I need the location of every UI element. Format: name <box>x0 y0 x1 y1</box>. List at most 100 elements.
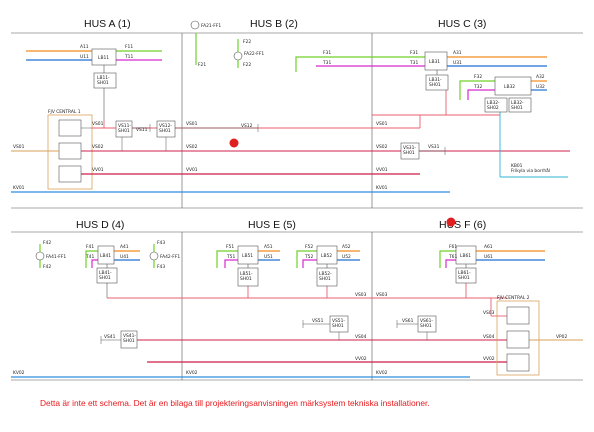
label-vs02-c: VS02 <box>376 144 388 150</box>
label-vs11-box: VS11-SH01 <box>118 123 131 134</box>
label-t52: T52 <box>304 254 313 260</box>
label-t32: T32 <box>473 84 482 90</box>
label-kv02-e: KV02 <box>186 370 198 376</box>
label-fa42: FA42-FF1 <box>160 254 180 260</box>
label-f43b: F43 <box>157 264 165 270</box>
marker-dot-lower <box>446 217 456 227</box>
label-vs03-e: VS03 <box>355 292 367 298</box>
label-t31: T31 <box>322 60 331 66</box>
label-lb61-sh01: LB61-SH01 <box>458 270 471 281</box>
label-vs61-box: VS61-SH01 <box>420 318 433 329</box>
label-lb31-sh01: LB31-SH01 <box>429 77 442 88</box>
label-vs12-box: VS12-SH01 <box>159 123 172 134</box>
label-fa22: FA22-FF1 <box>244 51 264 57</box>
label-f22-bot: F22 <box>243 62 251 68</box>
fjv-central-2-hx-mid <box>506 330 530 349</box>
upper-frame <box>11 32 583 209</box>
label-u11: U11 <box>80 54 89 60</box>
label-a52: A52 <box>342 244 351 250</box>
hus-a-air-lines <box>26 50 162 120</box>
label-f41: F41 <box>86 244 94 250</box>
label-kv02-f: KV02 <box>376 370 388 376</box>
label-lb61: LB61 <box>460 253 471 259</box>
label-vs51: VS51 <box>312 318 324 324</box>
label-f31: F31 <box>323 50 331 56</box>
vs11-branch <box>115 120 151 151</box>
label-t61: T61 <box>448 254 457 260</box>
hus-e-lines <box>216 250 360 268</box>
fjv-central-1-label: FJV CENTRAL 1 <box>48 109 81 115</box>
label-vs01-c: VS01 <box>376 121 388 127</box>
label-vs03-f: VS03 <box>376 292 388 298</box>
vs61-branch <box>396 315 437 340</box>
label-vv01-a: VV01 <box>92 167 104 173</box>
label-lb32-sh02: LB32-SH02 <box>487 100 500 111</box>
label-vs41: VS41 <box>104 334 116 340</box>
fan-fa22-icon <box>233 51 243 61</box>
lb31-unit <box>424 51 448 71</box>
label-u41: U41 <box>120 254 129 260</box>
label-fa41: FA41-FF1 <box>46 254 66 260</box>
label-u31: U31 <box>453 60 462 66</box>
label-a11: A11 <box>80 44 89 50</box>
vs31-branch <box>400 142 446 160</box>
label-vs04-in: VS04 <box>483 334 495 340</box>
label-vp02: VP02 <box>556 334 567 340</box>
label-t31b: T31 <box>409 60 418 66</box>
label-vs51-box: VS51-SH01 <box>332 318 345 329</box>
label-vs11: VS11 <box>136 127 148 133</box>
label-lb11: LB11 <box>98 55 109 61</box>
label-u61: U61 <box>484 254 493 260</box>
label-lb32-sh01: LB32-SH01 <box>511 100 524 111</box>
label-kb01: KB01 <box>511 163 523 169</box>
label-lb11-sh01: LB11-SH01 <box>97 75 110 86</box>
fan-fa42-icon <box>149 251 159 261</box>
fan-fa21-icon <box>190 20 200 30</box>
label-a41: A41 <box>120 244 129 250</box>
label-f61: F61 <box>449 244 457 250</box>
bottom-main-lines <box>11 283 583 378</box>
label-vv02-in: VV02 <box>483 356 495 362</box>
fjv-central-2-hx-top <box>506 306 530 325</box>
lb11-unit <box>91 48 117 66</box>
label-f42b: F42 <box>43 264 51 270</box>
hus-e-title: HUS E (5) <box>248 219 296 231</box>
vs12-branch <box>156 120 259 151</box>
label-t51: T51 <box>226 254 235 260</box>
label-vv02-e: VV02 <box>355 356 367 362</box>
label-lb31: LB31 <box>429 59 440 65</box>
label-vs61: VS61 <box>402 318 414 324</box>
label-f51: F51 <box>226 244 234 250</box>
label-kb01-sub: Frikyla via borrhål <box>511 167 550 174</box>
lb32-sh02-box <box>484 97 508 113</box>
label-a61: A61 <box>484 244 493 250</box>
label-u51: U51 <box>264 254 273 260</box>
label-vs31-box: VS31-SH01 <box>403 145 416 156</box>
label-t11: T11 <box>124 54 133 60</box>
hus-b-title: HUS B (2) <box>250 18 298 30</box>
label-vs02-b: VS02 <box>186 144 198 150</box>
label-vs03-in: VS03 <box>483 310 495 316</box>
label-a32: A32 <box>536 74 545 80</box>
vs41-branch <box>100 330 138 349</box>
label-vv01-c: VV01 <box>376 167 388 173</box>
marker-dot-upper <box>229 138 239 148</box>
label-lb32: LB32 <box>504 84 515 90</box>
hus-a-title: HUS A (1) <box>84 18 131 30</box>
label-lb52-sh01: LB52-SH01 <box>319 271 332 282</box>
label-fa21: FA21-FF1 <box>201 23 221 29</box>
label-vs02-a: VS02 <box>92 144 104 150</box>
label-u52: U52 <box>342 254 351 260</box>
hus-c-lines <box>295 56 547 100</box>
label-vs31: VS31 <box>428 144 440 150</box>
vs51-branch <box>302 315 349 340</box>
fjv-central-2-label: FJV CENTRAL 2 <box>497 295 530 301</box>
label-lb41-sh01: LB41-SH01 <box>99 270 112 281</box>
label-vs01-left: VS01 <box>13 144 25 150</box>
lb11-sh01-box <box>93 72 117 89</box>
fan-fa41-icon <box>35 251 45 261</box>
label-a31: A31 <box>453 50 462 56</box>
lb32-unit <box>494 76 532 96</box>
label-vs04-e: VS04 <box>355 334 367 340</box>
